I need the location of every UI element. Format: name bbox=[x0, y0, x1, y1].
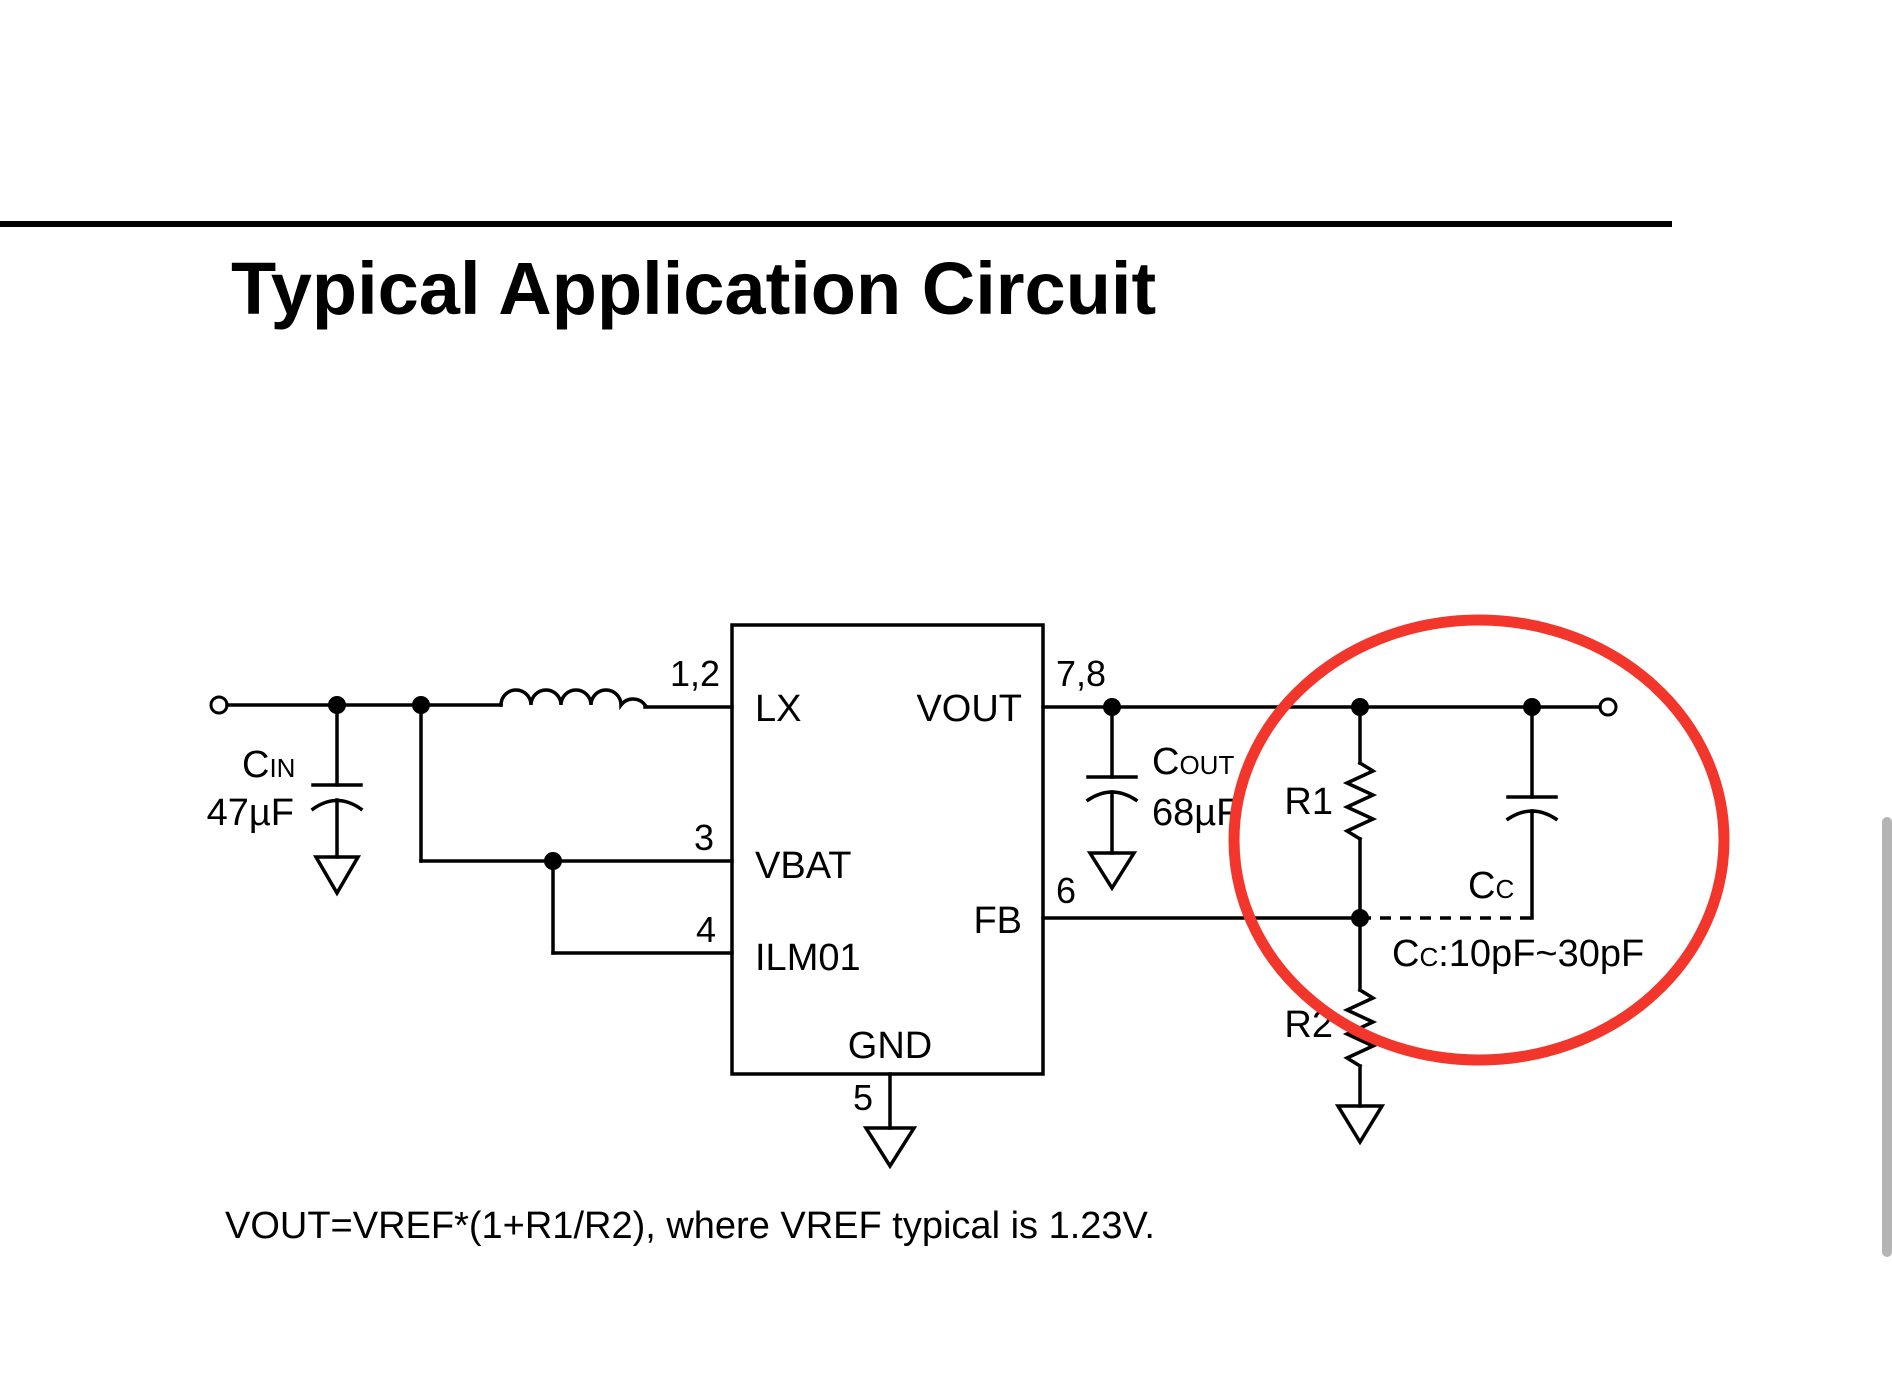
pin-label-gnd: GND bbox=[848, 1025, 932, 1067]
top-rule bbox=[0, 221, 1672, 227]
junction-dot bbox=[1103, 698, 1121, 716]
vout-formula: VOUT=VREF*(1+R1/R2), where VREF typical … bbox=[225, 1205, 1155, 1247]
pin-number-vout: 7,8 bbox=[1056, 653, 1106, 694]
pin-number-vbat: 3 bbox=[694, 817, 714, 858]
inductor-symbol bbox=[499, 688, 648, 711]
ic-body bbox=[730, 623, 1045, 1076]
cout-value: 68µF bbox=[1152, 792, 1239, 834]
cc-label: CC bbox=[1468, 865, 1514, 907]
r1-resistor-symbol bbox=[1342, 760, 1378, 842]
junction-dot bbox=[412, 696, 430, 714]
cout-name: C bbox=[1152, 741, 1179, 783]
r1-label: R1 bbox=[1284, 781, 1333, 823]
pin-label-vout: VOUT bbox=[916, 688, 1022, 730]
highlight-ellipse bbox=[1228, 614, 1730, 1066]
junction-dot bbox=[1351, 698, 1369, 716]
output-terminal bbox=[1598, 697, 1618, 717]
cin-label: CIN bbox=[242, 744, 295, 786]
vertical-scrollbar[interactable] bbox=[1882, 817, 1892, 1257]
pin-label-vbat: VBAT bbox=[755, 845, 851, 887]
cout-subscript: OUT bbox=[1179, 750, 1234, 780]
pin-label-fb: FB bbox=[973, 900, 1022, 942]
pin-number-lx: 1,2 bbox=[670, 653, 720, 694]
cc-name: C bbox=[1468, 865, 1495, 907]
cin-name: C bbox=[242, 744, 269, 786]
cc-range-value: :10pF~30pF bbox=[1438, 933, 1644, 975]
junction-dot bbox=[328, 696, 346, 714]
pin-number-fb: 6 bbox=[1056, 870, 1076, 911]
cc-range-name: C bbox=[1392, 933, 1419, 975]
cc-range-subscript: C bbox=[1419, 942, 1438, 972]
section-title: Typical Application Circuit bbox=[231, 247, 1157, 330]
cout-label: COUT bbox=[1152, 741, 1234, 783]
gnd-ground-symbol bbox=[862, 1126, 918, 1170]
junction-dot bbox=[1523, 698, 1541, 716]
junction-dot bbox=[1351, 909, 1369, 927]
cc-subscript: C bbox=[1495, 874, 1514, 904]
cin-subscript: IN bbox=[269, 753, 295, 783]
pin-number-gnd: 5 bbox=[853, 1077, 873, 1118]
pin-label-lx: LX bbox=[755, 688, 801, 730]
cc-range-label: CC:10pF~30pF bbox=[1392, 933, 1644, 975]
input-terminal bbox=[209, 695, 229, 715]
cin-value: 47µF bbox=[207, 792, 294, 834]
cout-ground-symbol bbox=[1086, 851, 1138, 892]
junction-dot bbox=[544, 852, 562, 870]
r2-ground-symbol bbox=[1334, 1104, 1386, 1146]
pin-number-ilm01: 4 bbox=[696, 909, 716, 950]
cin-ground-symbol bbox=[312, 855, 362, 897]
pin-label-ilm01: ILM01 bbox=[755, 937, 861, 979]
